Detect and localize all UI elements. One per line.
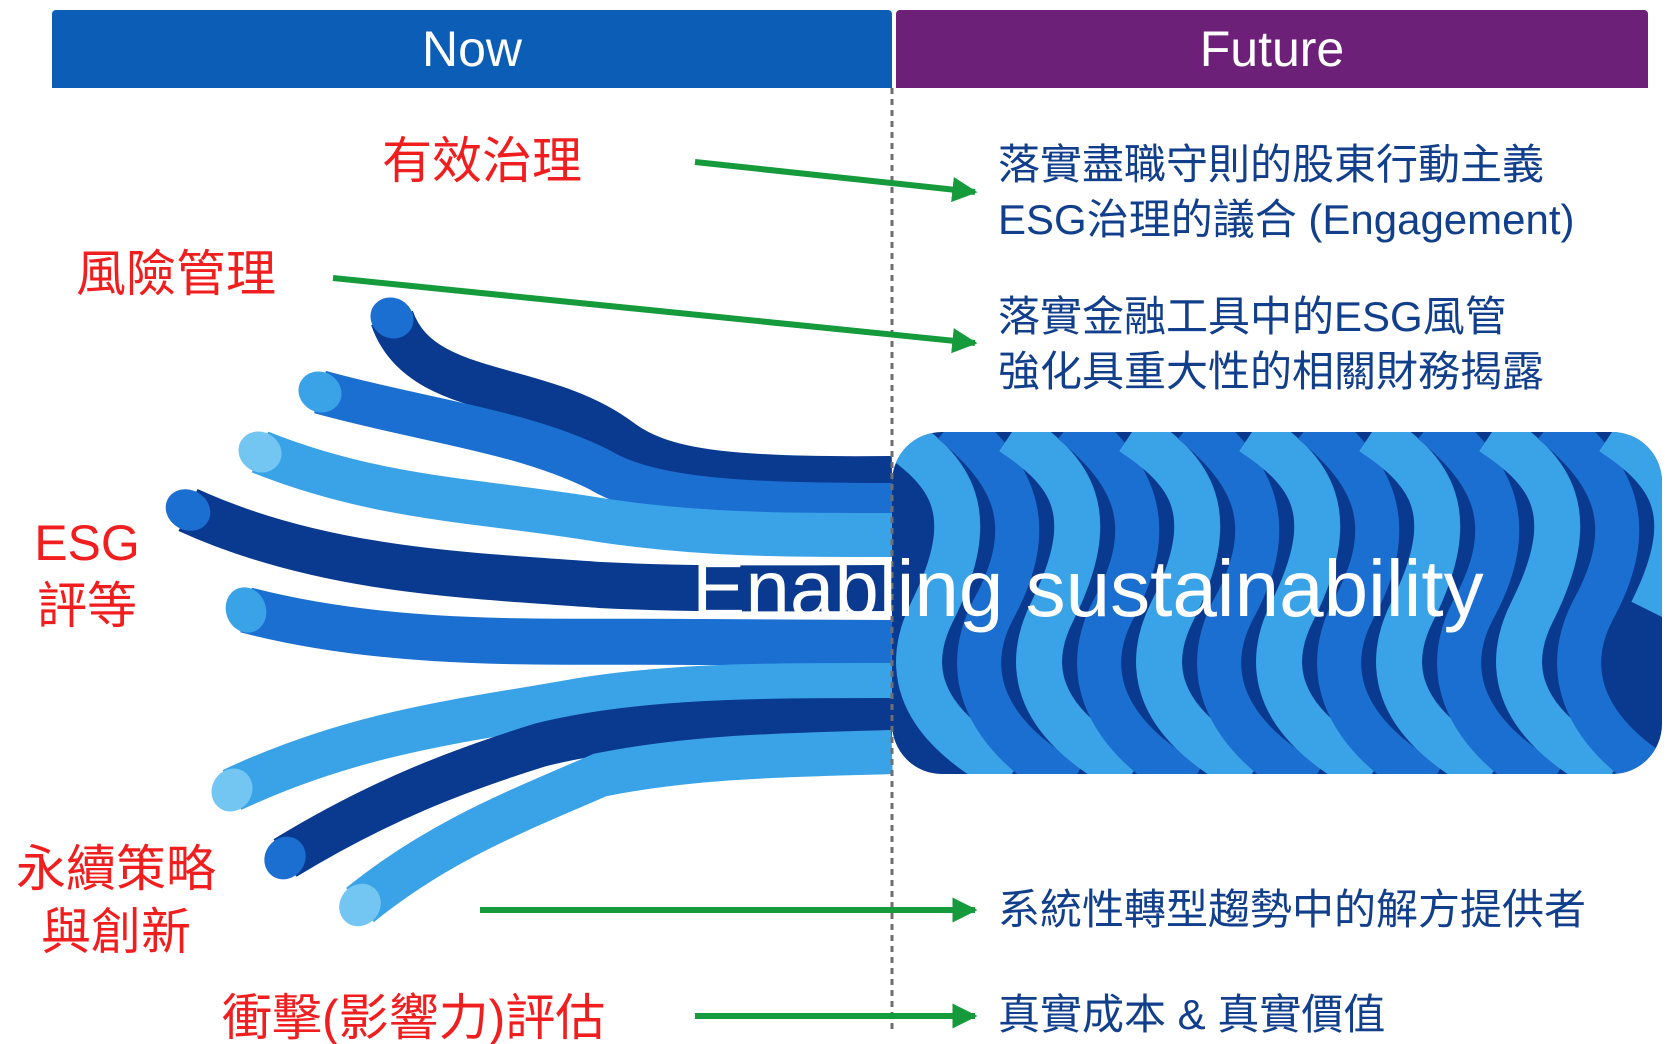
braided-rope [892,432,1662,774]
loose-strands [178,309,893,923]
label-strategy-line1: 永續策略 [16,841,216,897]
label-governance: 有效治理 [382,133,582,189]
label-esg-line2: 評等 [37,577,137,634]
now-header-label: Now [421,21,523,77]
arrow-governance [694,159,978,203]
arrow-risk [332,275,978,354]
strand-2 [314,370,893,527]
strand-5 [240,587,893,666]
future-header-label: Future [1199,21,1345,77]
strand-7 [273,698,893,877]
label-strategy-line2: 與創新 [41,903,191,960]
center-label: Enabling sustainability [692,544,1484,633]
strand-8 [346,730,893,923]
strand-4 [178,489,893,612]
label-risk: 風險管理 [76,246,276,302]
label-esg-line1: ESG [34,515,140,571]
future-value: 真實成本 & 真實價值 [998,991,1386,1038]
arrows [332,159,978,1029]
strand-1 [371,309,893,501]
strand-6 [222,662,893,810]
future-governance-line1: 落實盡職守則的股東行動主義 [998,141,1545,188]
future-header: Future [896,10,1648,88]
future-risk-line1: 落實金融工具中的ESG風管 [998,293,1507,340]
now-header: Now [52,10,892,88]
future-risk: 落實金融工具中的ESG風管 強化具重大性的相關財務揭露 [998,290,1544,399]
future-solutions: 系統性轉型趨勢中的解方提供者 [998,886,1587,933]
label-esg: ESG 評等 [32,512,142,637]
label-strategy: 永續策略 與創新 [10,838,222,963]
future-governance: 落實盡職守則的股東行動主義 ESG治理的議合 (Engagement) [998,138,1575,247]
future-risk-line2: 強化具重大性的相關財務揭露 [998,347,1545,395]
strand-3 [251,431,893,557]
rope-braid-pattern [892,432,1662,774]
strand-ends [165,297,414,927]
label-impact: 衝擊(影響力)評估 [222,990,606,1044]
future-governance-line2: ESG治理的議合 (Engagement) [998,195,1575,243]
